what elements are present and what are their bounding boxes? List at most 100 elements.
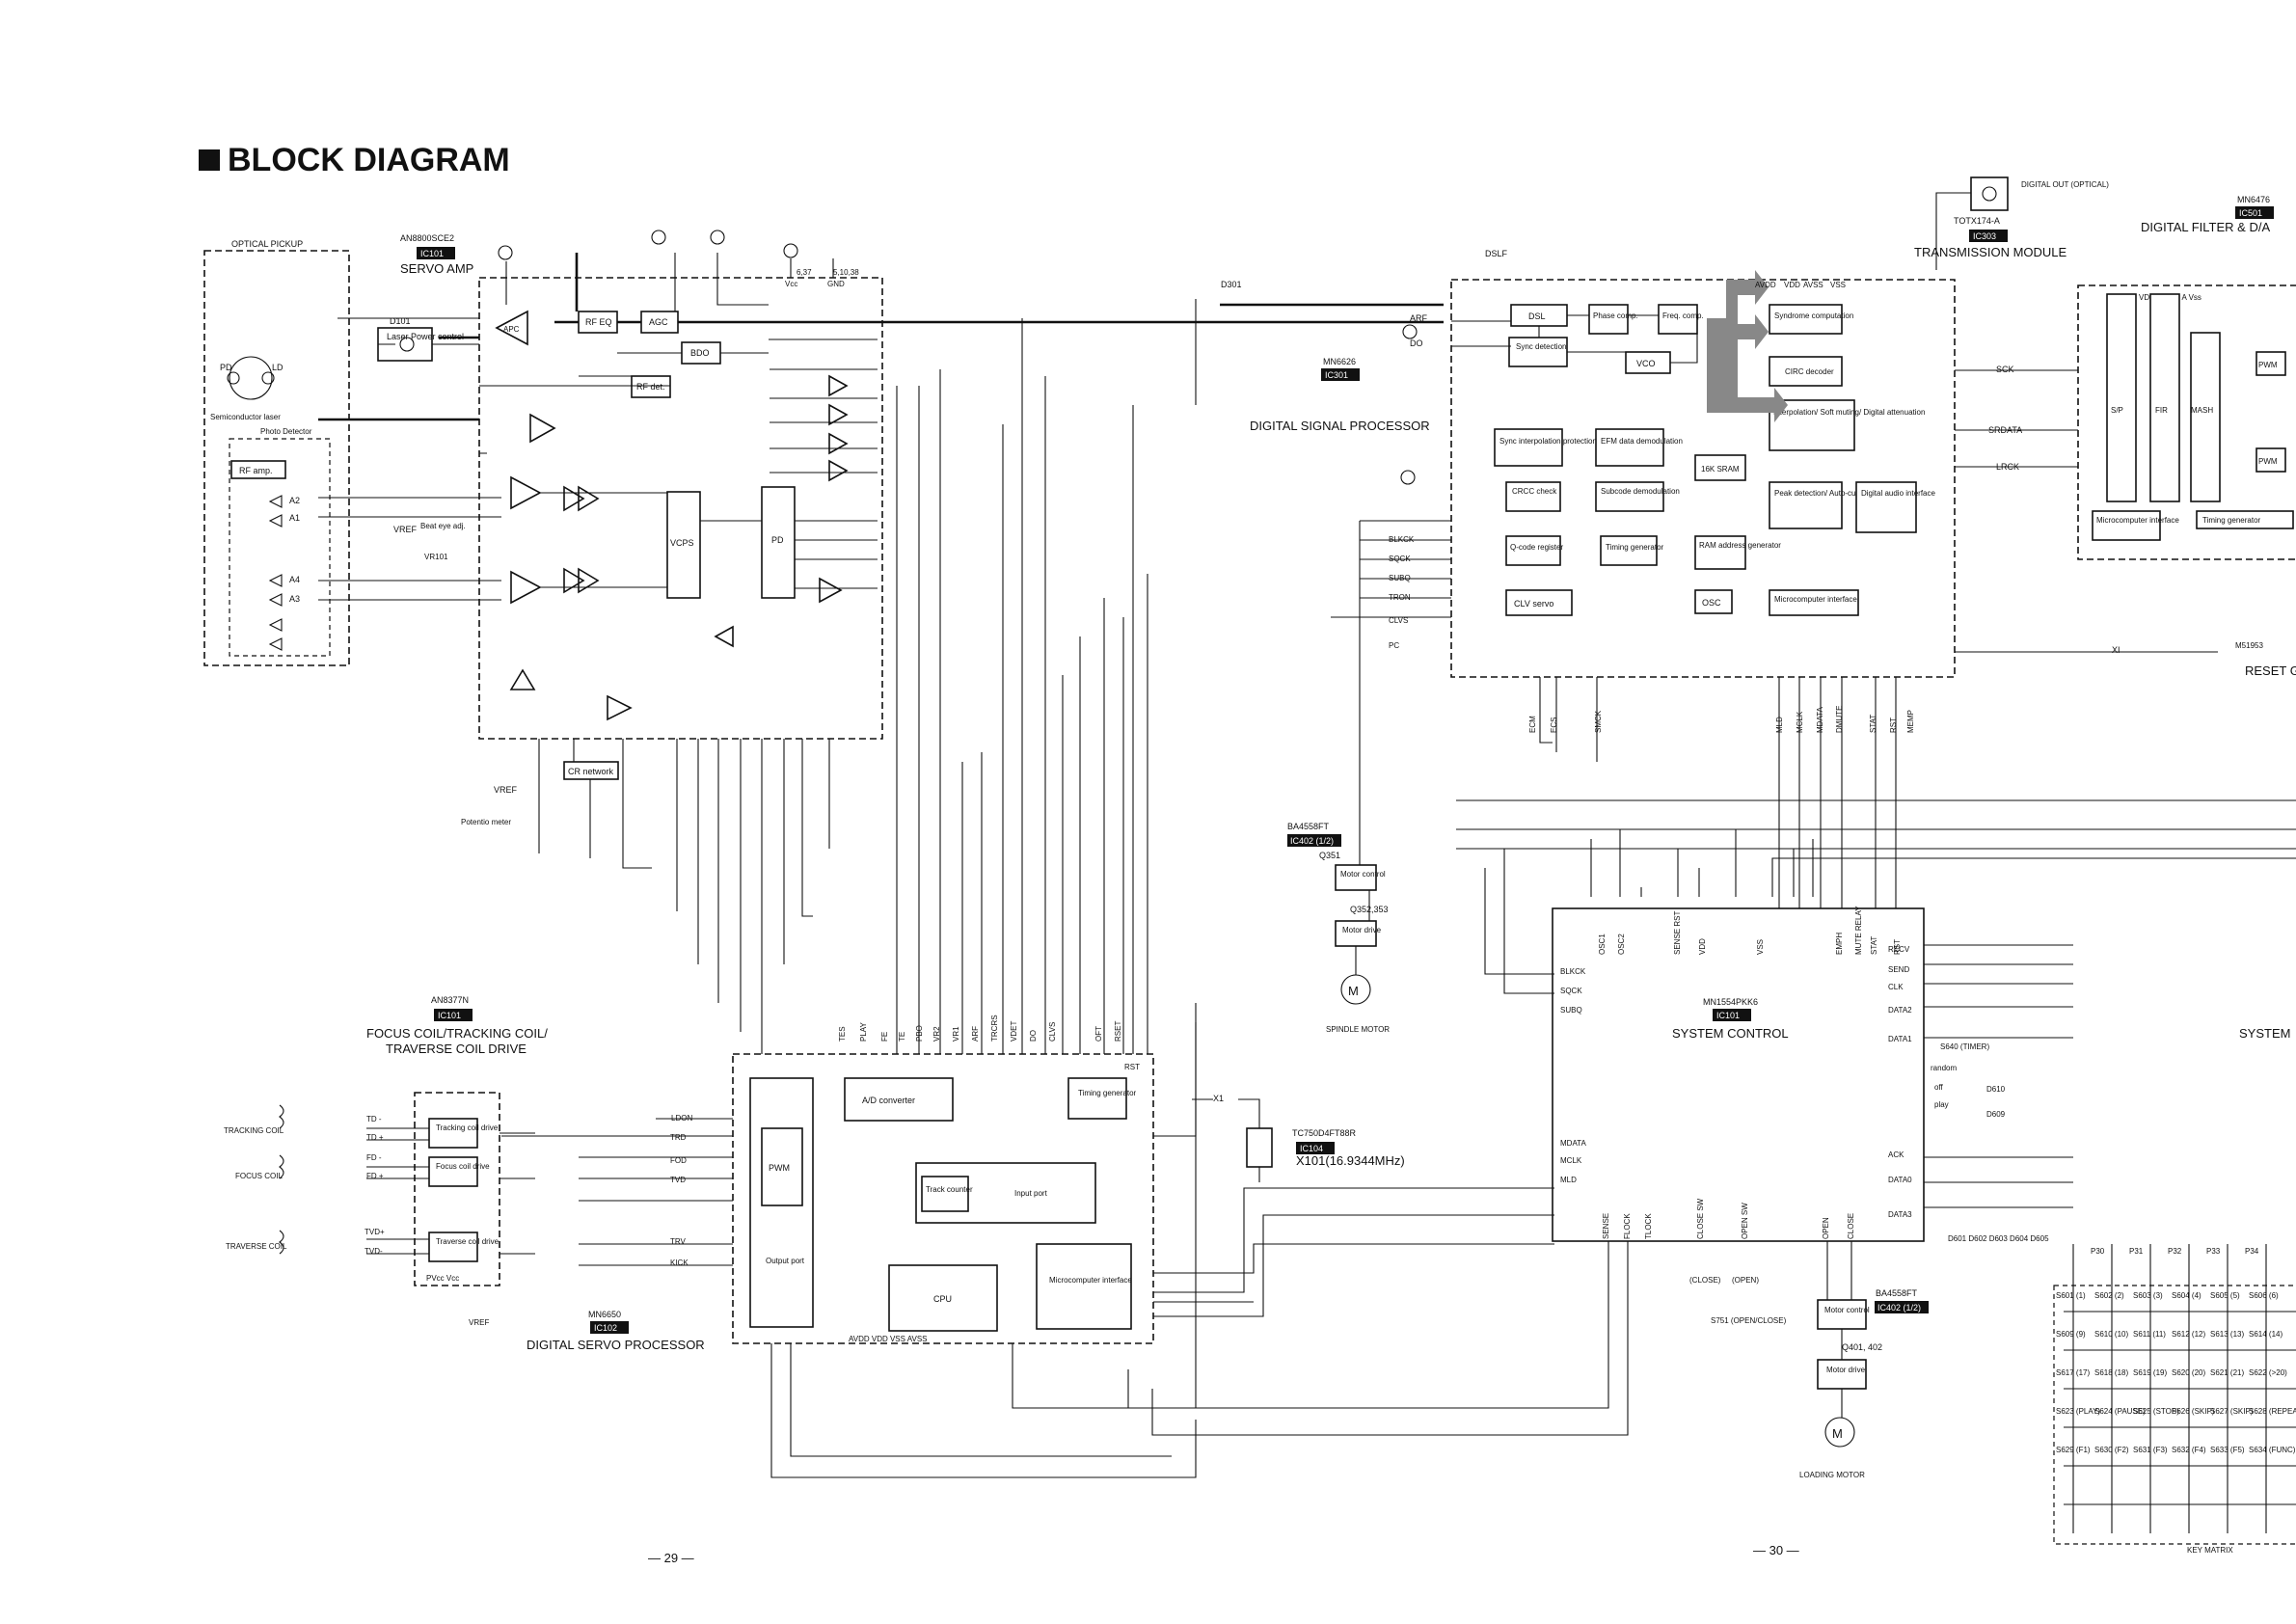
svg-text:M: M: [1348, 984, 1359, 998]
dsp-bottom-rst: RST: [1889, 717, 1898, 733]
apc-label: APC: [503, 325, 520, 334]
key-switches: S601 (1)S602 (2)S603 (3)S604 (4)S605 (5)…: [2056, 1291, 2296, 1454]
close-label: (CLOSE): [1689, 1276, 1721, 1285]
key-diodes: D601 D602 D603 D604 D605: [1948, 1234, 2049, 1243]
sys-top-vdd: VDD: [1698, 938, 1707, 955]
gnd-pins: 5,10,38: [833, 268, 859, 277]
spindle-control-label: Motor control: [1340, 870, 1386, 879]
digital-filter: MN6476 IC501 DIGITAL FILTER & D/A D VDD …: [2077, 195, 2296, 560]
servo-timing-label: Timing generator: [1078, 1089, 1137, 1097]
page-title: BLOCK DIAGRAM: [228, 142, 510, 178]
key-s609-9: S609 (9): [2056, 1330, 2086, 1339]
vcc-label: Vcc: [785, 280, 797, 288]
optical-out-icon: [1982, 186, 1997, 202]
digital-signal-processor: MN6626 IC301 DIGITAL SIGNAL PROCESSOR DS…: [1250, 249, 2120, 733]
focus-coil-label: FOCUS COIL: [235, 1172, 283, 1180]
dsp-bottom-ecs: ECS: [1550, 717, 1558, 733]
vref-label: VREF: [393, 525, 418, 534]
dsp-left-clvs: CLVS: [1389, 616, 1408, 625]
filter-ic: IC501: [2239, 208, 2262, 218]
sys-part: MN1554PKK6: [1703, 997, 1758, 1007]
pin-fd-plus: FD +: [366, 1172, 384, 1180]
sync-int-label: Sync interpolation protection: [1499, 437, 1597, 446]
trans-ic: IC303: [1973, 231, 1996, 241]
efm-label: EFM data demodulation: [1601, 437, 1683, 446]
osc-label: OSC: [1702, 598, 1721, 608]
spindle-part: BA4558FT: [1287, 822, 1330, 831]
transmission-module: DIGITAL OUT (OPTICAL) TOTX174-A IC303 TR…: [1914, 176, 2109, 259]
sys-top-vss: VSS: [1756, 939, 1765, 955]
optical-pickup-label: OPTICAL PICKUP: [231, 239, 303, 249]
random-label: random: [1931, 1064, 1957, 1072]
sys-bottom-sense: SENSE: [1602, 1213, 1610, 1239]
interp-label: Interpolation/ Soft muting/ Digital atte…: [1773, 408, 1925, 417]
key-s627-skip: S627 (SKIP): [2210, 1407, 2254, 1416]
sys-bottom-open: OPEN: [1822, 1217, 1830, 1239]
spindle-ic: IC402 (1/2): [1290, 836, 1334, 846]
system-right-label: SYSTEM: [2239, 1026, 2290, 1041]
crystal-ic: IC104: [1300, 1144, 1323, 1153]
photo-detector-label: Photo Detector: [260, 427, 312, 436]
servo-micro-label: Microcomputer interface: [1049, 1276, 1132, 1285]
tracking-drive-label: Tracking coil drive: [436, 1123, 499, 1132]
dsp-bottom-stat: STAT: [1869, 715, 1877, 733]
page-number-right: — 30 —: [1753, 1543, 1799, 1557]
focus-drive-name-1: FOCUS COIL/TRACKING COIL/: [366, 1026, 548, 1041]
crcc-label: CRCC check: [1512, 487, 1557, 496]
servo-amp-part: AN8800SCE2: [400, 233, 454, 243]
input-kick: KICK: [670, 1259, 689, 1267]
key-s602-2: S602 (2): [2094, 1291, 2124, 1300]
signal-tes: TES: [838, 1026, 847, 1042]
xi-label: XI: [2112, 645, 2120, 655]
potentiometer-label: Potentio meter: [461, 818, 511, 826]
key-s606-6: S606 (6): [2249, 1291, 2279, 1300]
sys-left-mld: MLD: [1560, 1176, 1577, 1184]
sram-label: 16K SRAM: [1701, 465, 1740, 474]
pin-a1: A1: [289, 513, 300, 523]
servo-name: DIGITAL SERVO PROCESSOR: [527, 1338, 705, 1352]
key-s623-play: S623 (PLAY): [2056, 1407, 2100, 1416]
tracking-coil-label: TRACKING COIL: [224, 1126, 284, 1135]
vref-label-2: VREF: [494, 785, 518, 795]
sys-left-blkck: BLKCK: [1560, 967, 1586, 976]
focus-drive-part: AN8377N: [431, 995, 469, 1005]
vdd-label: VDD: [1784, 281, 1800, 289]
signal-clvs: CLVS: [1048, 1022, 1057, 1042]
sys-right-ack: ACK: [1888, 1150, 1904, 1159]
crystal-part: TC750D4FT88R: [1292, 1128, 1357, 1138]
reset-part: M51953: [2235, 641, 2263, 650]
svg-text:M: M: [1832, 1426, 1843, 1441]
gnd-label: GND: [827, 280, 845, 288]
servo-amp-name: SERVO AMP: [400, 261, 473, 276]
focus-drive-name-2: TRAVERSE COIL DRIVE: [386, 1042, 527, 1056]
pwm-r-label: PWM: [2258, 457, 2278, 466]
laser-diode-icon: [229, 356, 273, 400]
focus-tracking-drive: AN8377N IC101 FOCUS COIL/TRACKING COIL/ …: [224, 995, 548, 1327]
dai-label: Digital audio interface: [1861, 489, 1935, 498]
spindle-drive-label: Motor drive: [1342, 926, 1382, 934]
key-s622-20: S622 (>20): [2249, 1368, 2287, 1377]
loading-drive-label: Motor drive: [1826, 1366, 1866, 1374]
sys-bottom-flock: FLOCK: [1623, 1213, 1632, 1239]
dsp-bottom-ecm: ECM: [1528, 716, 1537, 733]
sync-det-label: Sync detection: [1516, 342, 1566, 351]
pin-tvd-plus: TVD+: [365, 1228, 385, 1236]
data-flow-arrow: [1707, 270, 1788, 422]
sys-right-data0: DATA0: [1888, 1176, 1912, 1184]
sys-bottom-close-sw: CLOSE SW: [1696, 1198, 1705, 1239]
key-matrix: S601 (1)S602 (2)S603 (3)S604 (4)S605 (5)…: [1948, 1234, 2296, 1555]
signal-play: PLAY: [859, 1021, 868, 1042]
pd-label: PD: [220, 363, 232, 372]
spindle-motor-control: BA4558FT IC402 (1/2) Q351 Motor control …: [1287, 822, 1390, 1034]
dsp-bottom-memp: MEMP: [1906, 710, 1915, 733]
signal-do: DO: [1029, 1030, 1038, 1042]
dsp-timing-label: Timing generator: [1606, 543, 1664, 552]
focus-drive-label: Focus coil drive: [436, 1162, 490, 1171]
timer-switch: S640 (TIMER) random off play D610 D609: [1931, 1042, 2006, 1119]
sys-left-sqck: SQCK: [1560, 987, 1582, 995]
sys-top-mute-relay: MUTE RELAY: [1854, 906, 1863, 955]
servo-amp-ic: IC101: [420, 249, 444, 258]
